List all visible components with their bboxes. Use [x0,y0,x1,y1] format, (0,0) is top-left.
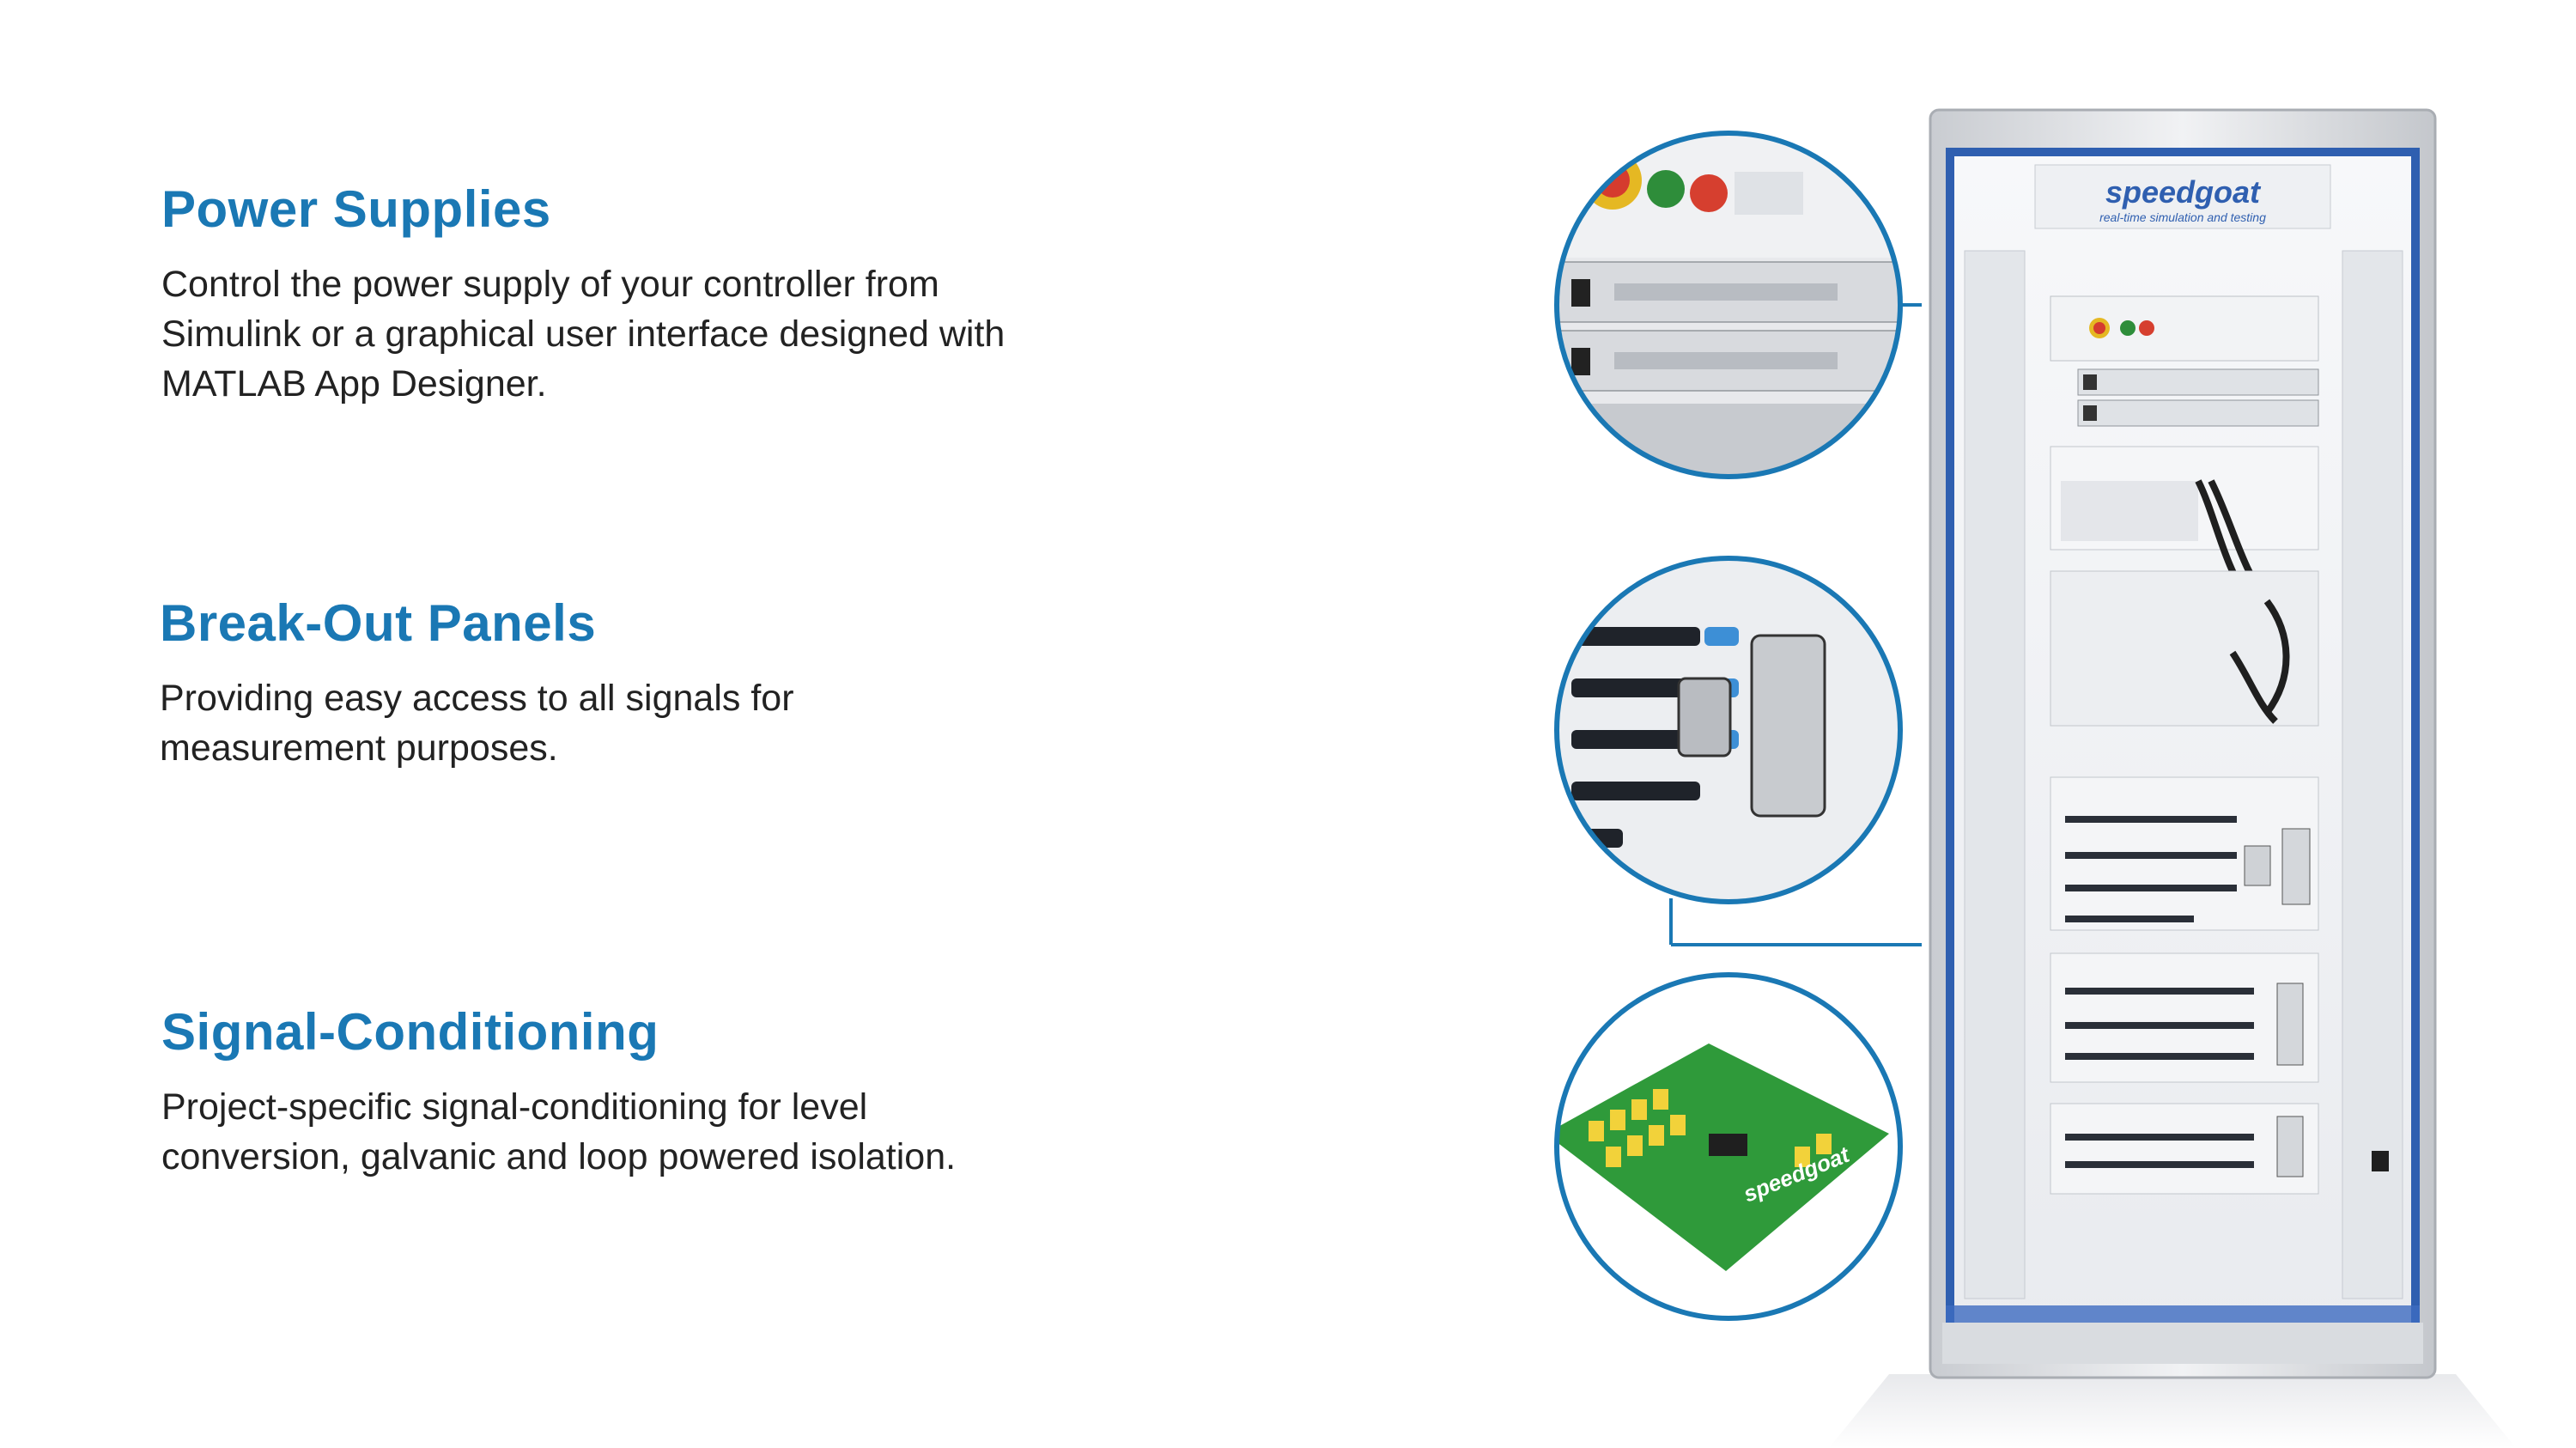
feature-signal-conditioning: Signal-Conditioning Project-specific sig… [161,1001,1192,1182]
power-supply-detail-image [1554,131,1903,479]
feature-description: Project-specific signal-conditioning for… [161,1082,1192,1182]
rack-tagline: real-time simulation and testing [2099,210,2266,224]
description-line: Providing easy access to all signals for [160,678,794,719]
description-line: conversion, galvanic and loop powered is… [161,1136,957,1177]
description-line: Simulink or a graphical user interface d… [161,313,1005,355]
signal-conditioning-pcb-image: speedgoat [1554,972,1903,1321]
feature-description: Control the power supply of your control… [161,259,1192,409]
description-line: measurement purposes. [160,727,558,769]
break-out-panel-detail-image [1554,556,1903,904]
description-line: Project-specific signal-conditioning for… [161,1086,868,1128]
feature-title: Break-Out Panels [160,594,597,652]
feature-power-supplies: Power Supplies Control the power supply … [161,179,1192,409]
description-line: Control the power supply of your control… [161,264,939,305]
floor-shadow [1829,1374,2516,1448]
feature-title: Signal-Conditioning [161,1003,659,1061]
feature-break-out-panels: Break-Out Panels Providing easy access t… [160,593,1192,773]
description-line: MATLAB App Designer. [161,363,547,405]
rack-cabinet: speedgoat real-time simulation and testi… [1929,108,2437,1379]
feature-description: Providing easy access to all signals for… [160,673,1192,773]
rack-brand: speedgoat [2105,174,2262,210]
feature-title: Power Supplies [161,180,551,238]
